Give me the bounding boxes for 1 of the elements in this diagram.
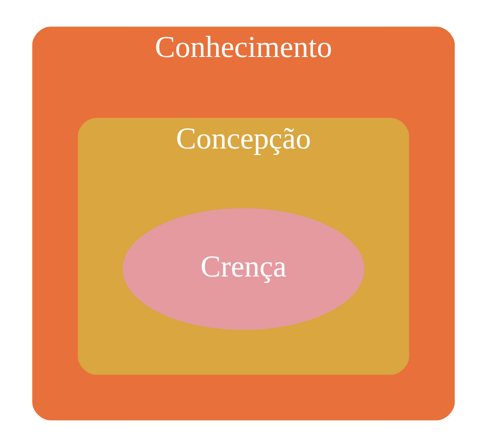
node-ellipse: Crença <box>122 208 364 330</box>
